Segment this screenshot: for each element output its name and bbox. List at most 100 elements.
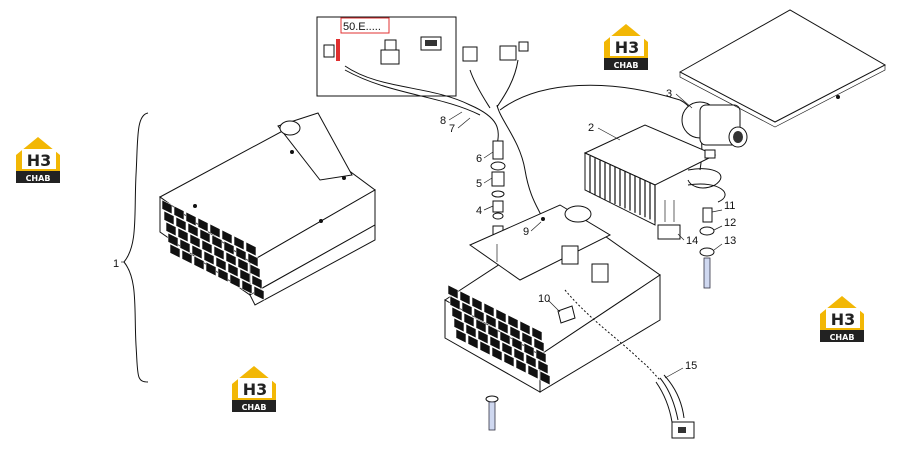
grille-slot — [229, 273, 241, 289]
grille-slot — [223, 240, 235, 256]
part-14 — [657, 224, 681, 240]
part-10 — [557, 305, 576, 324]
grille-slot — [215, 256, 227, 272]
valve-5 — [491, 171, 505, 187]
grille-slot — [539, 370, 551, 386]
grille-slot — [201, 239, 213, 255]
housing-port — [564, 205, 592, 223]
unit-grille — [161, 199, 265, 301]
part-number-8: 8 — [440, 115, 446, 127]
part-number-3: 3 — [666, 88, 672, 100]
wire — [469, 69, 491, 109]
grille-slot — [451, 306, 463, 322]
grille-slot — [491, 346, 503, 362]
grille-slot — [479, 340, 491, 356]
grille-slot — [177, 227, 189, 243]
grille-slot — [209, 223, 221, 239]
logo-band — [604, 58, 648, 70]
grille-slot — [165, 221, 177, 237]
grille-slot — [459, 290, 471, 306]
housing-window — [561, 245, 579, 265]
grille-slot — [213, 245, 225, 261]
logo-letters: H3 — [27, 151, 52, 170]
grille-slot — [199, 228, 211, 244]
grille-slot — [455, 328, 467, 344]
grille-slot — [477, 329, 489, 345]
grille-slot — [189, 233, 201, 249]
part-number-6: 6 — [476, 153, 482, 165]
core-pipe — [687, 168, 722, 189]
cover-plate — [678, 9, 887, 128]
logo-band — [820, 330, 864, 342]
part-number-5: 5 — [476, 178, 482, 190]
leader-line — [530, 221, 542, 232]
screw — [193, 204, 197, 208]
grille-slot — [205, 261, 217, 277]
leader-line — [547, 299, 561, 313]
grille-slot — [473, 307, 485, 323]
part-number-7: 7 — [449, 123, 455, 135]
part-12 — [699, 226, 715, 236]
grille-slot — [233, 235, 245, 251]
grille-slot — [475, 318, 487, 334]
bolt-13 — [703, 257, 711, 289]
wire — [344, 65, 499, 146]
logo-brand: CHAB — [830, 333, 855, 342]
part-number-15: 15 — [685, 360, 697, 372]
wire — [663, 374, 685, 419]
grille-slot — [253, 285, 265, 301]
grille-slot — [185, 211, 197, 227]
logo-letters: H3 — [831, 310, 856, 329]
grille-slot — [197, 217, 209, 233]
blower-hub — [733, 131, 743, 143]
grille-slot — [173, 205, 185, 221]
grille-slot — [519, 320, 531, 336]
grille-slot — [453, 317, 465, 333]
clamp-5-upper — [490, 161, 506, 171]
logo-brand: CHAB — [614, 61, 639, 70]
wire — [344, 69, 481, 116]
core-pipe — [687, 183, 726, 203]
detail-callout-box: 50.E..... — [316, 16, 457, 97]
logo-panel — [610, 36, 644, 56]
core-fins — [589, 156, 656, 222]
grille-slot — [509, 325, 521, 341]
connector-a — [323, 44, 335, 58]
grille-slot — [169, 243, 181, 259]
harness-15 — [655, 374, 695, 439]
group-brace — [123, 112, 149, 383]
grille-slot — [227, 262, 239, 278]
grille-slot — [499, 330, 511, 346]
grille-slot — [461, 301, 473, 317]
grille-slot — [511, 336, 523, 352]
part-13 — [699, 247, 715, 257]
grille-slot — [203, 250, 215, 266]
leader-line — [597, 127, 621, 141]
bolt-head — [485, 395, 499, 403]
logo-letters: H3 — [243, 380, 268, 399]
grille-slot — [251, 274, 263, 290]
part-number-11: 11 — [724, 200, 735, 212]
logo-brand: CHAB — [242, 403, 267, 412]
callout-ref-text: 50.E..... — [343, 21, 381, 33]
housing-inner — [468, 204, 612, 281]
grille-slot — [161, 199, 173, 215]
grille-slot — [249, 263, 261, 279]
screw — [342, 176, 346, 180]
grille-slot — [497, 319, 509, 335]
grille-slot — [191, 244, 203, 260]
hose-fittings — [490, 140, 506, 245]
grille-slot — [513, 347, 525, 363]
washer — [491, 190, 505, 198]
grille-slot — [465, 323, 477, 339]
grille-slot — [175, 216, 187, 232]
connector-red-pin — [336, 39, 340, 61]
grille-slot — [535, 348, 547, 364]
grille-slot — [537, 359, 549, 375]
part-number-2: 2 — [588, 122, 594, 134]
